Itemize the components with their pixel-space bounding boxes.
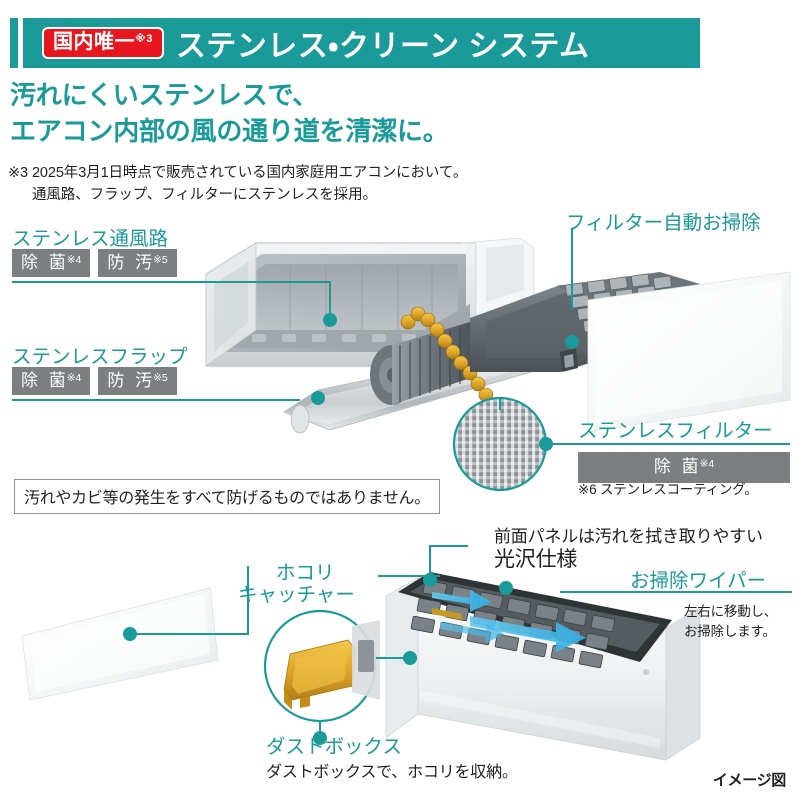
label-dust-catcher-line2: キャッチャー bbox=[238, 584, 355, 606]
header-bar: 国内唯一※3 ステンレス・クリーン システム bbox=[23, 18, 700, 68]
badge-label: 国内唯一 bbox=[53, 30, 135, 53]
label-dust-box: ダストボックス bbox=[266, 736, 402, 758]
label-cleaning-wiper: お掃除ワイパー bbox=[630, 570, 767, 592]
chip-sterilize-sup: ※4 bbox=[699, 458, 715, 470]
art-front-panel-lower bbox=[21, 587, 219, 701]
note-wiper-line1: 左右に移動し、 bbox=[684, 604, 778, 619]
art-crossflow-fan bbox=[370, 322, 470, 405]
chip-antifoul-sup: ※5 bbox=[153, 372, 168, 384]
art-dustbox-part bbox=[283, 639, 357, 710]
chip-sterilize-duct: 除 菌※4 bbox=[12, 249, 91, 278]
note-wiper-desc: 左右に移動し、 お掃除します。 bbox=[684, 602, 777, 641]
header-accent-bar bbox=[10, 18, 18, 68]
footnote-3: ※3 2025年3月1日時点で販売されている国内家庭用エアコンにおいて。 通風路… bbox=[8, 162, 467, 207]
chip-antifoul-flap: 防 汚※5 bbox=[98, 367, 177, 396]
label-front-panel-line2: 光沢仕様 bbox=[494, 548, 578, 571]
art-filter-auto-clean bbox=[470, 272, 720, 372]
label-dust-catcher-line1: ホコリ bbox=[276, 562, 335, 584]
chip-antifoul-sup: ※5 bbox=[153, 254, 168, 266]
note-wiper-line2: お掃除します。 bbox=[684, 623, 776, 639]
note-dustbox-desc: ダストボックスで、ホコリを収納。 bbox=[266, 764, 518, 781]
art-front-panel-upper bbox=[587, 271, 791, 433]
chip-sterilize-label: 除 菌 bbox=[21, 253, 69, 272]
callout-line-duct bbox=[12, 281, 331, 316]
subheadline-line1: 汚れにくいステンレスで、 bbox=[10, 80, 319, 110]
label-stainless-filter: ステンレスフィルター bbox=[578, 420, 773, 442]
label-stainless-duct: ステンレス通風路 bbox=[12, 228, 169, 250]
art-wiper-arrows bbox=[432, 590, 586, 652]
art-mesh-inset bbox=[452, 396, 548, 492]
page-title: ステンレス・クリーン システム bbox=[175, 30, 590, 63]
callout-line-front-panel bbox=[429, 545, 468, 580]
art-stainless-duct bbox=[205, 237, 535, 368]
image-note: イメージ図 bbox=[712, 772, 787, 789]
chip-sterilize-label: 除 菌 bbox=[653, 457, 702, 476]
header-gap bbox=[18, 18, 23, 68]
chip-antifoul-label: 防 汚 bbox=[107, 253, 156, 272]
chip-antifoul-label: 防 汚 bbox=[107, 371, 156, 390]
badge-footnote-marker: ※3 bbox=[135, 32, 153, 45]
note-stainless-coating: ※6 ステンレスコーティング。 bbox=[578, 482, 758, 497]
chips-stainless-flap: 除 菌※4 防 汚※5 bbox=[12, 367, 177, 396]
chip-sterilize-sup: ※4 bbox=[66, 254, 82, 266]
callout-line-panel-lower bbox=[130, 566, 249, 635]
art-gold-chain bbox=[400, 306, 494, 403]
label-stainless-flap: ステンレスフラップ bbox=[12, 346, 188, 368]
subheadline-line2: エアコン内部の風の通り道を清潔に。 bbox=[10, 115, 449, 146]
art-dustbox-inset bbox=[263, 609, 380, 723]
chip-sterilize-label: 除 菌 bbox=[21, 371, 69, 390]
badge-domestic-only: 国内唯一※3 bbox=[42, 26, 164, 60]
art-stainless-flap bbox=[283, 339, 581, 434]
footnote-3-line1: ※3 2025年3月1日時点で販売されている国内家庭用エアコンにおいて。 bbox=[8, 165, 468, 181]
disclaimer-box: 汚れやカビ等の発生をすべて防げるものではありません。 bbox=[14, 479, 440, 514]
chip-sterilize-filter: 除 菌※4 bbox=[578, 452, 790, 484]
chip-sterilize-sup: ※4 bbox=[66, 372, 82, 384]
chips-stainless-duct: 除 菌※4 防 汚※5 bbox=[12, 249, 177, 278]
subheadline: 汚れにくいステンレスで、 エアコン内部の風の通り道を清潔に。 bbox=[10, 78, 449, 149]
footnote-3-line2: 通風路、フラップ、フィルターにステンレスを採用。 bbox=[32, 187, 377, 204]
label-filter-auto-clean: フィルター自動お掃除 bbox=[566, 212, 761, 234]
chip-antifoul-duct: 防 汚※5 bbox=[98, 249, 177, 278]
label-front-panel-line1: 前面パネルは汚れを拭き取りやすい bbox=[494, 527, 763, 546]
chip-sterilize-flap: 除 菌※4 bbox=[12, 367, 91, 396]
art-indoor-unit-lower bbox=[385, 572, 701, 761]
